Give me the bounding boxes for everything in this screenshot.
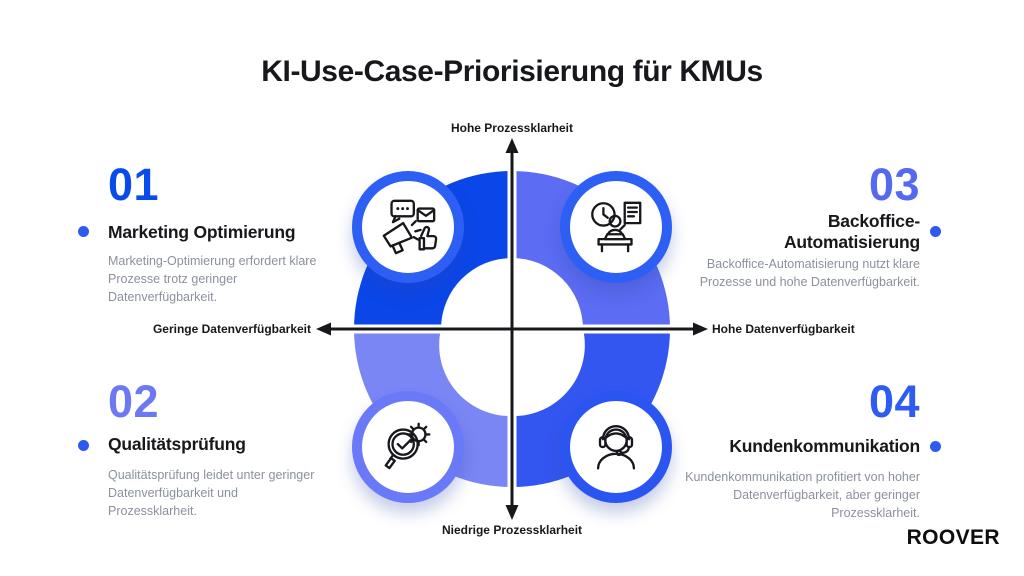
quadrant-description-marketing: Marketing-Optimierung erfordert klare Pr… [108, 254, 317, 305]
quadrant-description-backoffice: Backoffice-Automatisierung nutzt klare P… [699, 257, 920, 290]
arrow-right-icon [693, 322, 708, 336]
axis-label-right: Hohe Datenverfügbarkeit [712, 322, 855, 336]
page-title: KI-Use-Case-Priorisierung für KMUs [261, 55, 763, 88]
arrow-down-icon [505, 505, 519, 520]
quadrant-number-03: 03 [868, 159, 920, 210]
quadrant-number-02: 02 [108, 376, 160, 427]
quadrant-title-marketing: Marketing Optimierung [108, 222, 296, 242]
quadrant-title-kundenkommunikation: Kundenkommunikation [729, 436, 920, 456]
quadrant-number-04: 04 [868, 376, 920, 427]
bullet-dot-icon [78, 440, 89, 451]
quadrant-title-qualitaet: Qualitätsprüfung [108, 434, 246, 454]
marketing-icon-circle [352, 171, 464, 283]
arrow-up-icon [505, 138, 519, 153]
quadrant-description-kundenkommunikation: Kundenkommunikation profitiert von hoher… [685, 470, 920, 521]
quadrant-number-01: 01 [108, 159, 160, 210]
axis-label-left: Geringe Datenverfügbarkeit [152, 322, 311, 336]
brand-logo: ROOVER [906, 526, 1000, 549]
backoffice-icon-circle [560, 171, 672, 283]
quadrant-description-qualitaet: Qualitätsprüfung leidet unter geringer D… [108, 468, 315, 519]
quadrant-title-backoffice: Backoffice-Automatisierung [783, 211, 920, 252]
arrow-left-icon [316, 322, 331, 336]
bullet-dot-icon [930, 441, 941, 452]
axis-label-top: Hohe Prozessklarheit [450, 121, 574, 135]
bullet-dot-icon [78, 226, 89, 237]
quality-check-magnifier-icon [384, 422, 431, 470]
axis-label-bottom: Niedrige Prozessklarheit [441, 523, 583, 537]
quality-icon-circle [352, 391, 464, 503]
customer-icon-circle [560, 391, 672, 503]
megaphone-marketing-icon [382, 199, 438, 255]
customer-support-headset-icon [596, 425, 636, 470]
bullet-dot-icon [930, 226, 941, 237]
office-automation-icon [591, 201, 642, 253]
